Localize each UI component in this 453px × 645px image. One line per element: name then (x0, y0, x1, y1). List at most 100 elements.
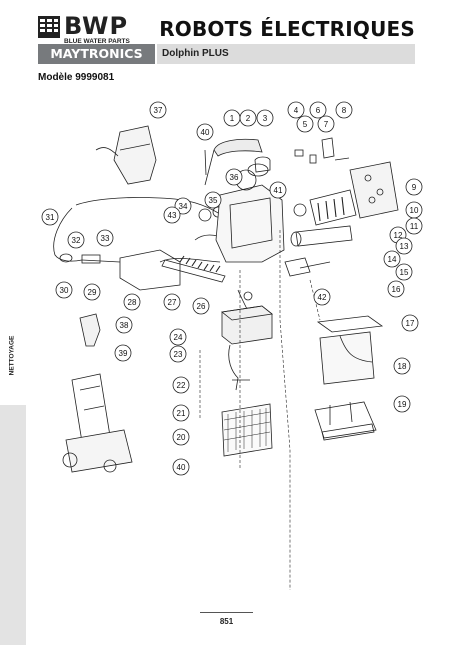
svg-text:39: 39 (119, 349, 128, 358)
callout-35: 35 (204, 191, 222, 209)
callout-19: 19 (393, 395, 411, 413)
logo-grid-icon (38, 16, 60, 38)
part-drawings (53, 125, 399, 590)
product-box (157, 44, 415, 64)
svg-text:41: 41 (274, 186, 283, 195)
svg-text:8: 8 (342, 106, 347, 115)
svg-text:32: 32 (72, 236, 81, 245)
svg-text:1: 1 (230, 114, 235, 123)
callout-20: 20 (172, 428, 190, 446)
svg-text:20: 20 (177, 433, 186, 442)
page-number: 851 (219, 617, 234, 626)
callout-11: 11 (405, 217, 423, 235)
callout-10: 10 (405, 201, 423, 219)
svg-text:27: 27 (168, 298, 177, 307)
callout-29: 29 (83, 283, 101, 301)
svg-text:9: 9 (412, 183, 417, 192)
svg-text:23: 23 (174, 350, 183, 359)
svg-text:5: 5 (303, 120, 308, 129)
callout-30: 30 (55, 281, 73, 299)
callout-1: 1 (223, 109, 241, 127)
callout-28: 28 (123, 293, 141, 311)
svg-text:13: 13 (400, 242, 409, 251)
callout-27: 27 (163, 293, 181, 311)
svg-text:43: 43 (168, 211, 177, 220)
callout-34: 34 (174, 197, 192, 215)
callout-22: 22 (172, 376, 190, 394)
svg-text:38: 38 (120, 321, 129, 330)
svg-text:36: 36 (230, 173, 239, 182)
svg-text:17: 17 (406, 319, 415, 328)
callout-39: 39 (114, 344, 132, 362)
callout-5: 5 (296, 115, 314, 133)
callout-6: 6 (309, 101, 327, 119)
callout-36: 36 (225, 168, 243, 186)
page-number-rule (200, 612, 253, 613)
callout-40: 40 (196, 123, 214, 141)
bwp-logo: BWP BLUE WATER PARTS (38, 12, 158, 46)
svg-text:14: 14 (388, 255, 397, 264)
svg-text:4: 4 (294, 106, 299, 115)
svg-text:24: 24 (174, 333, 183, 342)
callout-15: 15 (395, 263, 413, 281)
model-label: Modèle 9999081 (38, 72, 115, 83)
svg-text:42: 42 (318, 293, 327, 302)
callout-13: 13 (395, 237, 413, 255)
svg-text:34: 34 (179, 202, 188, 211)
product-label: Dolphin PLUS (162, 48, 229, 59)
brand-label: MAYTRONICS (50, 46, 143, 61)
logo-subtitle: BLUE WATER PARTS (64, 38, 130, 45)
svg-text:10: 10 (410, 206, 419, 215)
svg-text:2: 2 (246, 114, 251, 123)
callout-32: 32 (67, 231, 85, 249)
svg-text:37: 37 (154, 106, 163, 115)
callout-7: 7 (317, 115, 335, 133)
svg-text:26: 26 (197, 302, 206, 311)
svg-text:16: 16 (392, 285, 401, 294)
svg-text:12: 12 (394, 231, 403, 240)
callout-17: 17 (401, 314, 419, 332)
callout-23: 23 (169, 345, 187, 363)
svg-text:18: 18 (398, 362, 407, 371)
callout-24: 24 (169, 328, 187, 346)
callout-41: 41 (269, 181, 287, 199)
callout-9: 9 (405, 178, 423, 196)
callout-40: 40 (172, 458, 190, 476)
callout-4: 4 (287, 101, 305, 119)
svg-text:40: 40 (177, 463, 186, 472)
svg-text:15: 15 (400, 268, 409, 277)
svg-text:22: 22 (177, 381, 186, 390)
svg-text:11: 11 (410, 222, 419, 231)
callout-3: 3 (256, 109, 274, 127)
svg-text:3: 3 (263, 114, 268, 123)
callout-8: 8 (335, 101, 353, 119)
callout-38: 38 (115, 316, 133, 334)
callout-37: 37 (149, 101, 167, 119)
callout-42: 42 (313, 288, 331, 306)
svg-text:7: 7 (324, 120, 329, 129)
callout-16: 16 (387, 280, 405, 298)
brand-box: MAYTRONICS (38, 44, 155, 64)
callout-43: 43 (163, 206, 181, 224)
svg-text:35: 35 (209, 196, 218, 205)
svg-text:19: 19 (398, 400, 407, 409)
svg-text:21: 21 (177, 409, 186, 418)
logo-text: BWP (64, 12, 129, 40)
svg-text:33: 33 (101, 234, 110, 243)
svg-text:31: 31 (46, 213, 55, 222)
callout-21: 21 (172, 404, 190, 422)
svg-text:28: 28 (128, 298, 137, 307)
section-header: MAYTRONICS Dolphin PLUS (38, 44, 415, 64)
svg-text:30: 30 (60, 286, 69, 295)
callout-14: 14 (383, 250, 401, 268)
callout-18: 18 (393, 357, 411, 375)
svg-text:6: 6 (316, 106, 321, 115)
svg-text:29: 29 (88, 288, 97, 297)
callout-2: 2 (239, 109, 257, 127)
callout-33: 33 (96, 229, 114, 247)
callout-31: 31 (41, 208, 59, 226)
svg-text:40: 40 (201, 128, 210, 137)
page-title: ROBOTS ÉLECTRIQUES (159, 17, 415, 41)
